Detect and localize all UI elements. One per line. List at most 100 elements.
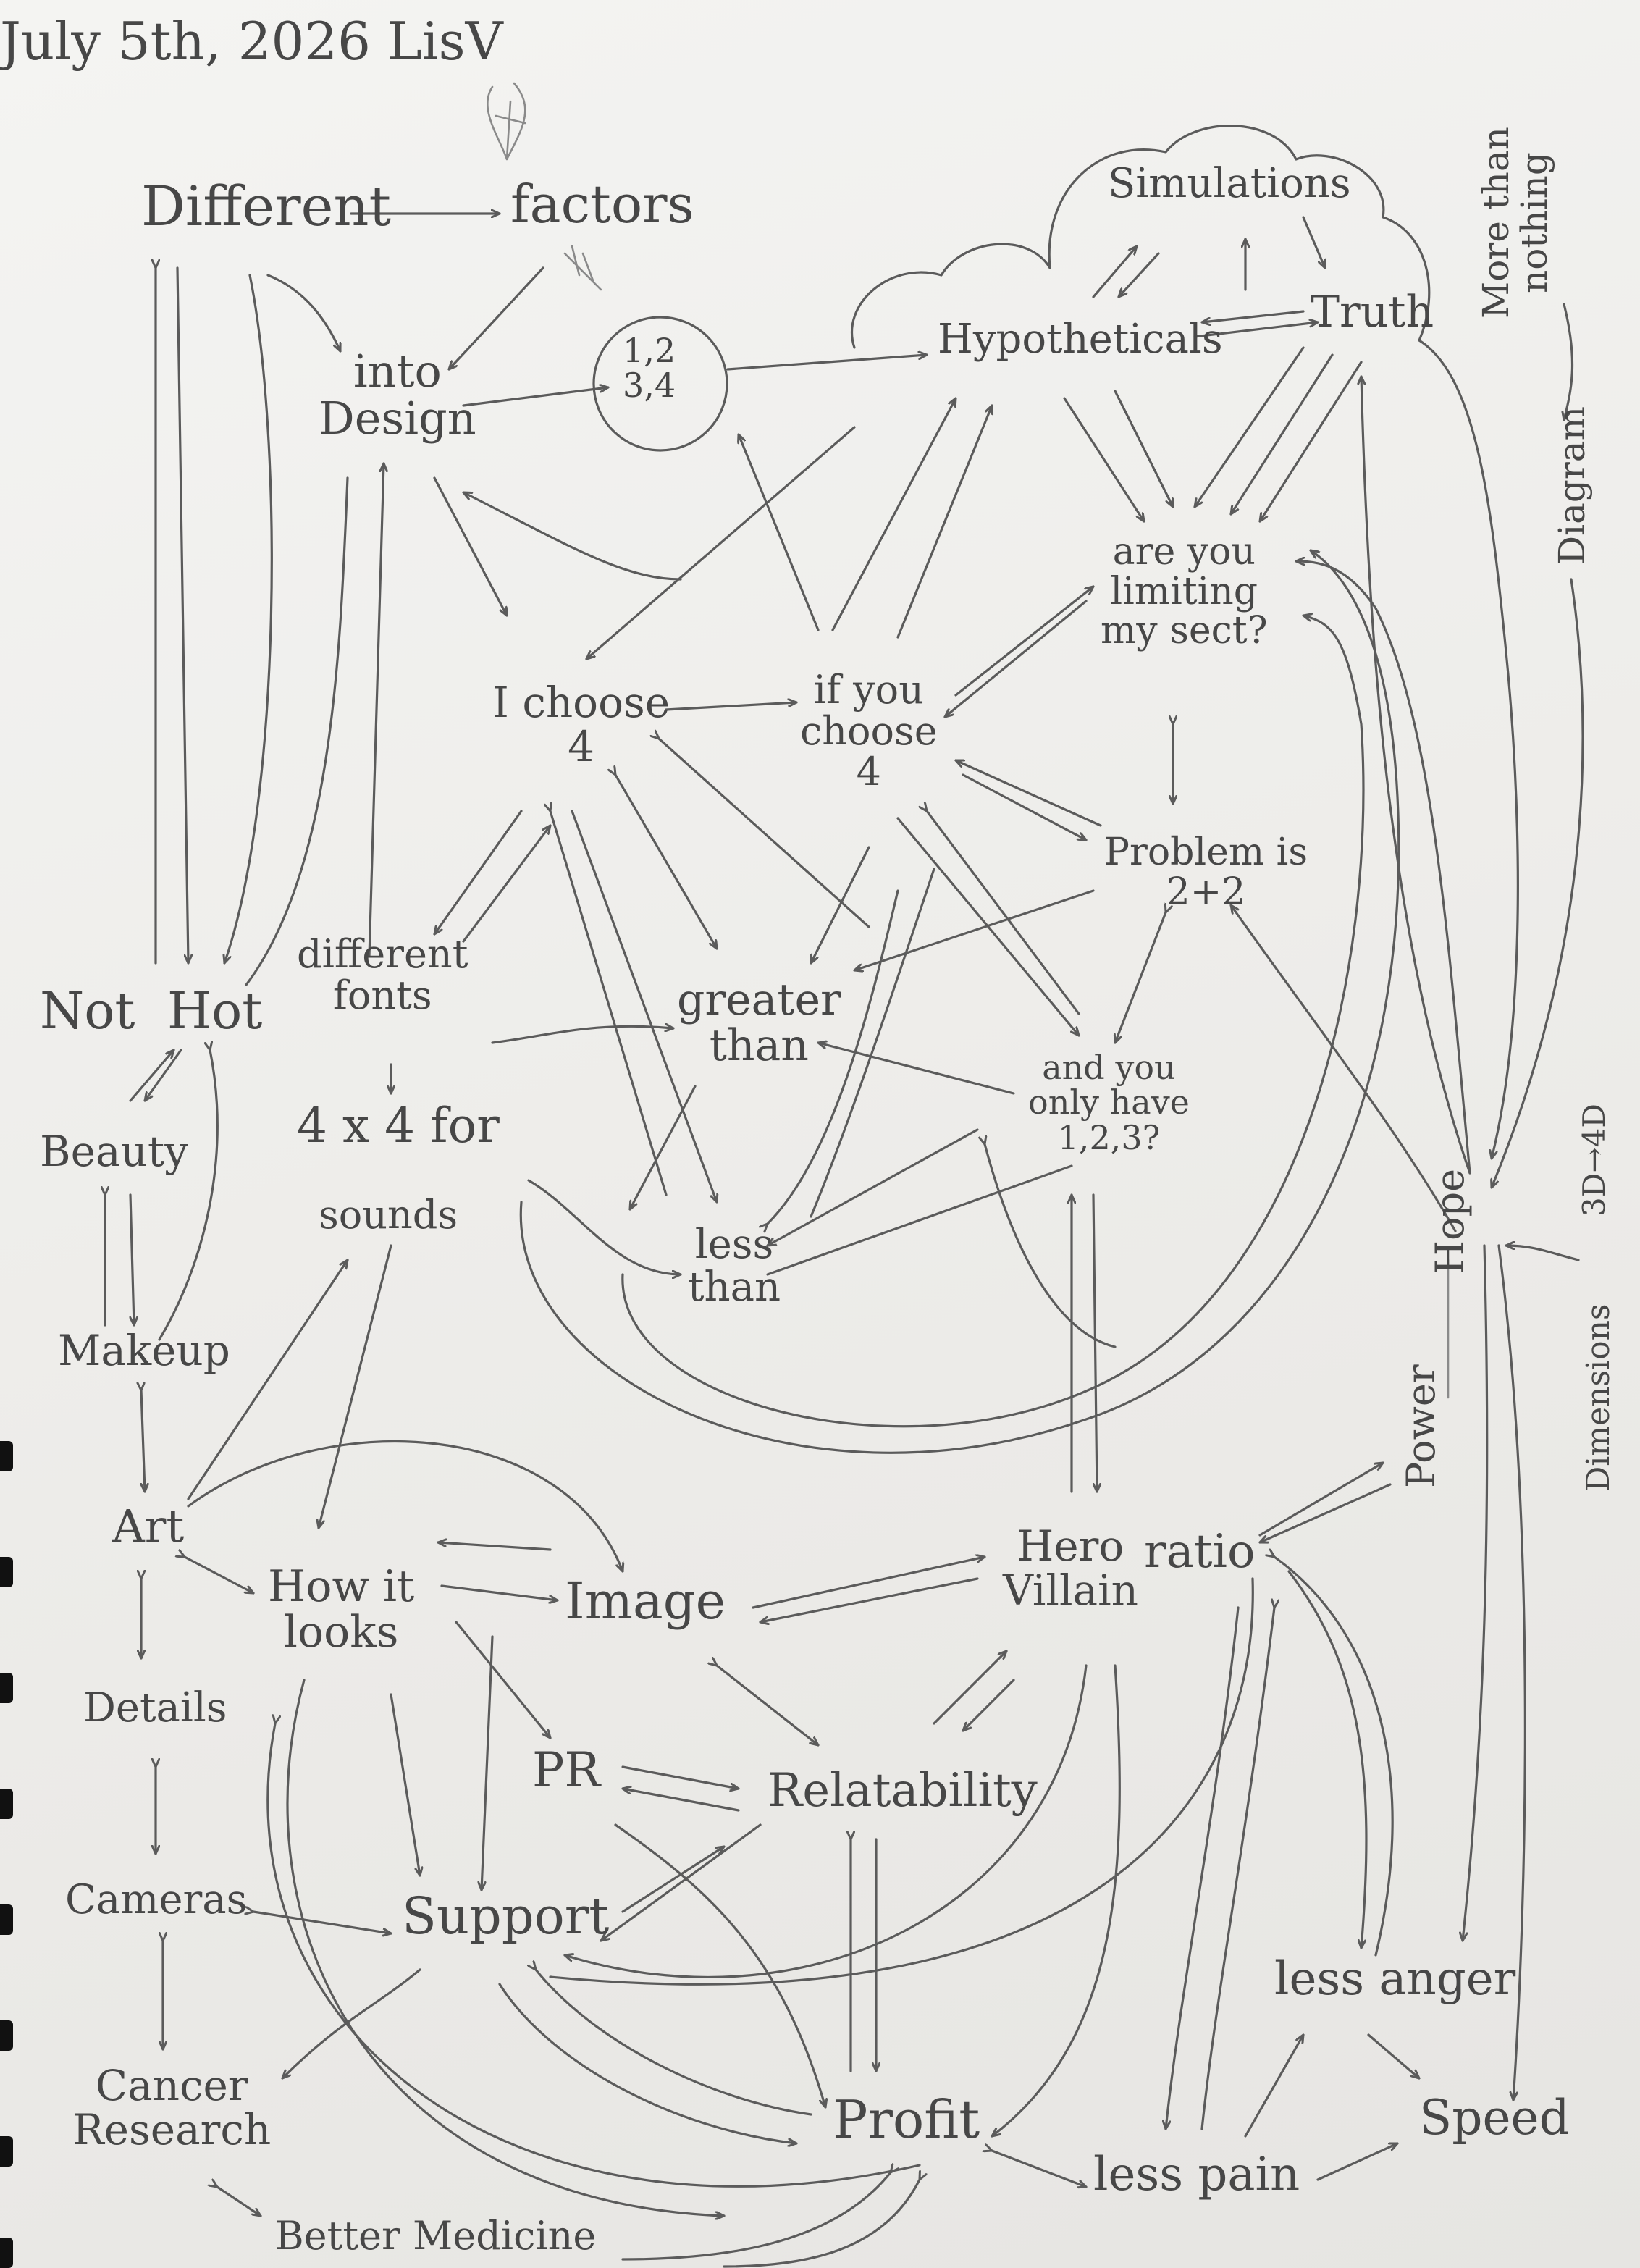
edge-hero-andyou-b <box>1092 1193 1097 1493</box>
node-diagram: Diagram <box>1551 406 1593 565</box>
edge-ifyou-hyp-b <box>896 404 992 639</box>
node-cancer-research: Cancer Research <box>72 2061 272 2154</box>
edge-ratio-lesspain-a <box>1166 1606 1240 2130</box>
edge-big-loop-b <box>621 616 1365 1428</box>
numbers-circle <box>592 316 728 452</box>
node-into-design: into Design <box>319 345 476 445</box>
edge-nothot-beauty-a <box>143 1049 182 1102</box>
edge-hope-lessanger <box>1463 1244 1489 1942</box>
node-details: Details <box>83 1684 227 1731</box>
edge-image-relat <box>717 1666 820 1747</box>
edge-ichoose-fonts-a <box>433 810 523 936</box>
edge-lesspain-speed <box>1316 2142 1399 2181</box>
node-speed: Speed <box>1419 2090 1570 2146</box>
edge-less-ifyou <box>768 889 899 1224</box>
node-power: Power <box>1398 1364 1444 1488</box>
edge-research-medicine <box>217 2187 262 2217</box>
edge-hope-truth <box>1361 375 1471 1175</box>
node-hero-villain: Hero Villain <box>1003 1521 1138 1615</box>
edge-image-howit <box>437 1542 552 1551</box>
flower-doodle <box>487 82 526 161</box>
node-not-hot: Not Hot <box>40 981 263 1041</box>
edge-andyou-less-b <box>766 1164 1073 1276</box>
edge-ratio-lessanger-a <box>1287 1570 1368 1949</box>
edge-ifyou-greater <box>810 846 870 965</box>
edge-problem-ifyou <box>954 759 1102 827</box>
binding-hole <box>0 1673 13 1703</box>
edge-sounds-less <box>527 1179 682 1274</box>
edge-support-profit-b <box>536 1970 812 2116</box>
edge-circle-design <box>462 491 682 581</box>
edge-ichoose-greater-b <box>659 739 870 928</box>
edge-profit-lesspain <box>992 2151 1088 2187</box>
binding-hole <box>0 1557 13 1587</box>
node-factors: factors <box>510 174 694 235</box>
node-how-it-looks: How it looks <box>268 1561 415 1658</box>
edge-ichoose-ifyou <box>665 702 798 711</box>
page-date: July 5th, 2026 LisV <box>0 11 503 72</box>
binding-hole <box>0 2238 13 2268</box>
node-numbers-circle: 1,2 3,4 <box>623 331 676 406</box>
node-cameras: Cameras <box>65 1876 248 1923</box>
edge-different-nothot-b <box>176 266 188 965</box>
edge-nothot-design <box>368 462 384 957</box>
edge-art-image <box>187 1440 623 1573</box>
node-truth: Truth <box>1311 287 1434 337</box>
edge-profit-bottom-loop-b <box>723 2180 920 2268</box>
node-dimensions: Dimensions <box>1580 1303 1617 1492</box>
node-problem-is: Problem is 2+2 <box>1104 831 1308 914</box>
node-simulations: Simulations <box>1108 160 1351 207</box>
edge-pr-profit <box>614 1823 825 2109</box>
edge-ichoose-less-a <box>550 811 668 1196</box>
edge-hypotheticals-truth <box>1193 322 1319 338</box>
node-4x4-for: 4 x 4 for <box>297 1098 500 1154</box>
node-beauty: Beauty <box>40 1127 188 1176</box>
edge-problem-greater <box>853 889 1095 970</box>
edge-lessanger-speed <box>1367 2033 1421 2080</box>
edge-hero-relat <box>962 1679 1015 1732</box>
edge-ifyou-less <box>810 868 935 1218</box>
node-relatability: Relatability <box>768 1764 1038 1818</box>
edge-hyp-limiting-a <box>1063 397 1145 523</box>
edge-ratio-lessanger-b <box>1274 1557 1394 1957</box>
node-3d-4d: 3D→4D <box>1576 1104 1612 1217</box>
edge-looks-support <box>390 1693 420 1877</box>
edge-hero-support <box>563 1664 1088 1978</box>
node-more-than-nothing: More than nothing <box>1475 127 1555 319</box>
edge-andyou-less-a <box>766 1128 979 1247</box>
edge-ratio-lesspain-b <box>1200 1608 1274 2130</box>
edge-howit-image <box>440 1584 559 1600</box>
node-less-than: less than <box>688 1221 781 1311</box>
thought-cloud-outline <box>850 125 1431 349</box>
node-are-you-limiting: are you limiting my sect? <box>1101 530 1268 653</box>
edge-andyou-hero-loop <box>985 1144 1117 1348</box>
node-different-fonts: different fonts <box>297 931 468 1018</box>
edge-hero-profit <box>991 1664 1121 2138</box>
edge-looks-profit-loop-b <box>266 1723 921 2188</box>
edge-lesspain-lessanger <box>1244 2033 1305 2138</box>
edge-hope-speed <box>1497 1244 1526 2101</box>
edge-design-ichoose <box>433 476 508 617</box>
edge-problem-andyou <box>1115 912 1166 1044</box>
edge-greater-less <box>628 1085 697 1211</box>
edge-profit-bottom-loop <box>621 2172 891 2261</box>
edge-image-hero <box>752 1557 986 1609</box>
edge-sounds-howit <box>319 1244 392 1529</box>
edge-support-profit <box>498 1983 798 2143</box>
binding-hole <box>0 2136 13 2167</box>
edge-ichoose-greater <box>615 775 718 950</box>
node-hypotheticals: Hypotheticals <box>938 316 1223 363</box>
edge-factors-design <box>447 266 544 371</box>
edge-beauty-makeup-b <box>129 1193 134 1327</box>
node-greater-than: greater than <box>677 975 841 1071</box>
node-hope: Hope <box>1427 1168 1473 1274</box>
node-if-you-choose-4: if you choose 4 <box>800 667 938 795</box>
edge-howit-pr <box>455 1621 552 1739</box>
edge-ifyou-problem <box>962 773 1088 841</box>
edge-looks-profit-loop <box>286 1679 726 2216</box>
edge-circle-hypotheticals <box>726 355 928 371</box>
node-less-pain: less pain <box>1093 2148 1300 2201</box>
edge-relat-pr <box>621 1789 740 1812</box>
